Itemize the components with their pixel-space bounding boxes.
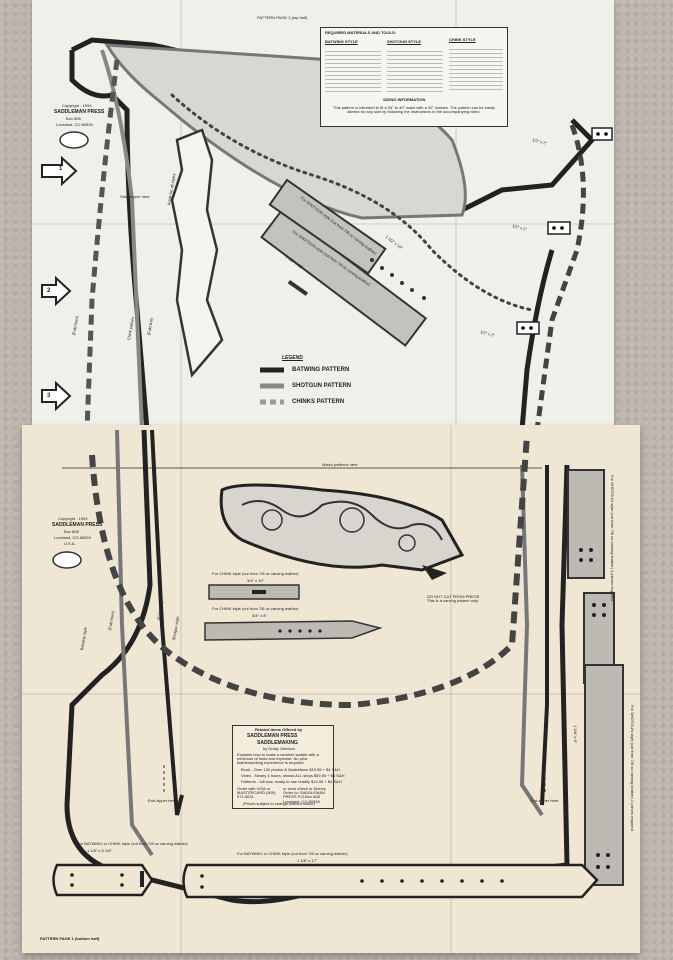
materials-title: REQUIRED MATERIALS AND TOOLS: (325, 30, 397, 35)
shotgun-bottom-left (115, 429, 154, 857)
marker-number-2: 2 (47, 288, 51, 294)
belt-left-size: 1 1/8" x 5 1/8" (87, 848, 112, 853)
legend-batwing: BATWING PATTERN (292, 367, 350, 373)
chink-strap-1 (208, 584, 300, 600)
batwing-right-edge (460, 118, 596, 213)
ad-mail: or send check or Money Order to: SADDLEM… (283, 786, 326, 804)
right-size-label: 1 1/8" x 6" (573, 725, 578, 744)
batwing-bottom-right (559, 464, 570, 866)
copyright-box-bottom: Box 808 (64, 529, 79, 534)
fold-crease (22, 693, 640, 695)
top-header: PATTERN PAGE 1 (top half) (257, 15, 308, 20)
ad-order: Order with VISA or MASTERCARD (800) 571-… (237, 786, 276, 800)
tooling-note: DO NOT CUT FROM PRESS This is a carving … (427, 594, 480, 604)
concho-piece-outline (170, 128, 224, 378)
chink-dashed-line (84, 59, 120, 430)
ad-video: Video - Nearly 4 hours, shows ALL steps … (241, 773, 345, 778)
legend-shotgun: SHOTGUN PATTERN (292, 383, 352, 389)
right-strap-top-label: For SHOTGUN style (cut from 7/8 oz carvi… (610, 475, 615, 601)
copyright-brand: SADDLEMAN PRESS (54, 109, 105, 115)
marker-arrow-2 (41, 275, 72, 307)
materials-col-chink: CHINK STYLE (449, 37, 476, 42)
saddleman-logo (59, 131, 89, 149)
strap-holes (370, 258, 426, 300)
belt-left (52, 863, 154, 897)
materials-list-chink (449, 46, 503, 92)
belt-left-label: For BATWING or CHINK style (cut from 7/8… (77, 841, 188, 846)
right-strap-bottom-label: For SHOTGUN style (cut from 7/8 oz carvi… (630, 705, 635, 831)
right-strap-top (567, 469, 605, 579)
materials-box: REQUIRED MATERIALS AND TOOLS: BATWING ST… (320, 27, 508, 127)
copyright-line-bottom: Copyright - 1994 (58, 516, 88, 521)
right-tab-1 (591, 127, 613, 141)
copyright-country-bottom: U.S.A. (64, 541, 76, 546)
inner-black-right (540, 465, 549, 806)
materials-list-shotgun (387, 48, 443, 94)
end-zipper-right: End zipper here (530, 798, 559, 803)
chink-strap-1-label: For CHINK style (cut from 7/8 oz carving… (212, 571, 299, 576)
inner-black-left (150, 429, 184, 816)
right-tab-2 (547, 221, 571, 235)
materials-col-shotgun: SHOTGUN STYLE (387, 39, 422, 44)
legend-chinks: CHINKS PATTERN (292, 399, 345, 405)
copyright-line: Copyright - 1994 (62, 103, 92, 108)
chink-strap-1-size: 3/4" x 10" (247, 578, 265, 583)
right-strap-bottom (584, 664, 624, 886)
ad-brand: SADDLEMAN PRESS (247, 733, 298, 739)
side-label-start-zipper: Start zipper here (120, 194, 150, 199)
ad-product: SADDLEMAKING (257, 740, 298, 746)
fold-crease (180, 425, 182, 953)
match-patterns-text: Match patterns here (322, 462, 358, 467)
fold-crease (450, 425, 452, 953)
right-tab-3 (516, 321, 540, 335)
footer-page-label: PATTERN PAGE 1 (bottom half) (40, 936, 100, 941)
strap-slot (287, 280, 309, 296)
shotgun-bottom-right (519, 464, 544, 817)
materials-col-batwing: BATWING STYLE (325, 39, 358, 44)
materials-list-batwing (325, 48, 381, 94)
ad-prices-note: (Prices subject to change without notice… (243, 801, 315, 806)
batwing-dotted-curve (170, 93, 534, 312)
ad-author: by Dusty Johnson (263, 746, 295, 751)
bottom-pattern-drawing (52, 429, 624, 905)
marker-arrow-1 (41, 155, 78, 187)
ad-title: Related Items Offered by (255, 727, 303, 732)
shotgun-leg-gray (100, 49, 144, 430)
chink-dashed-right (534, 124, 586, 430)
carving-pattern-piece (219, 483, 465, 580)
copyright-brand-bottom: SADDLEMAN PRESS (52, 522, 103, 528)
copyright-city: Loveland, CO 80539 (56, 122, 93, 127)
chink-strap-2 (204, 620, 383, 641)
marker-number-1: 1 (59, 166, 63, 172)
shotgun-outline (519, 249, 555, 430)
strap-shotgun-short (268, 178, 387, 275)
marker-arrow-3 (41, 380, 72, 412)
pattern-page-top-half: PATTERN PAGE 1 (top half) Copyright - 19… (32, 0, 614, 430)
end-zipper-left: End zipper here (148, 798, 177, 803)
chink-strap-2-label: For CHINK style (cut from 7/8 oz carving… (212, 606, 299, 611)
batwing-bottom-left (64, 429, 568, 905)
saddleman-logo-bottom (52, 551, 82, 569)
legend-title: LEGEND (282, 355, 303, 361)
sizing-title: SIZING INFORMATION (383, 97, 426, 102)
related-items-box: Related Items Offered by SADDLEMAN PRESS… (232, 725, 345, 809)
belt-long-size: 1 1/8" x 17" (297, 858, 318, 863)
belt-long (182, 863, 599, 899)
sizing-text: This pattern is intended to fit a 34" to… (333, 105, 495, 115)
copyright-box: Box 808 (66, 116, 81, 121)
copyright-city-bottom: Loveland, CO 80539 (54, 535, 91, 540)
belt-long-label: For BATWING or CHINK style (cut from 7/8… (237, 851, 348, 856)
pattern-page-bottom-half: Match patterns here Copyright - 1994 SAD… (22, 425, 640, 953)
chink-strap-2-size: 3/4" x 8" (252, 613, 267, 618)
marker-number-3: 3 (47, 393, 51, 399)
ad-patterns: Patterns - full size, ready to use readi… (241, 779, 342, 784)
ad-book: Book - Over 130 photos & illustrations $… (241, 767, 340, 772)
ad-description: Explains how to make a western saddle wi… (237, 752, 319, 766)
chink-dashed-bottom (89, 434, 530, 709)
